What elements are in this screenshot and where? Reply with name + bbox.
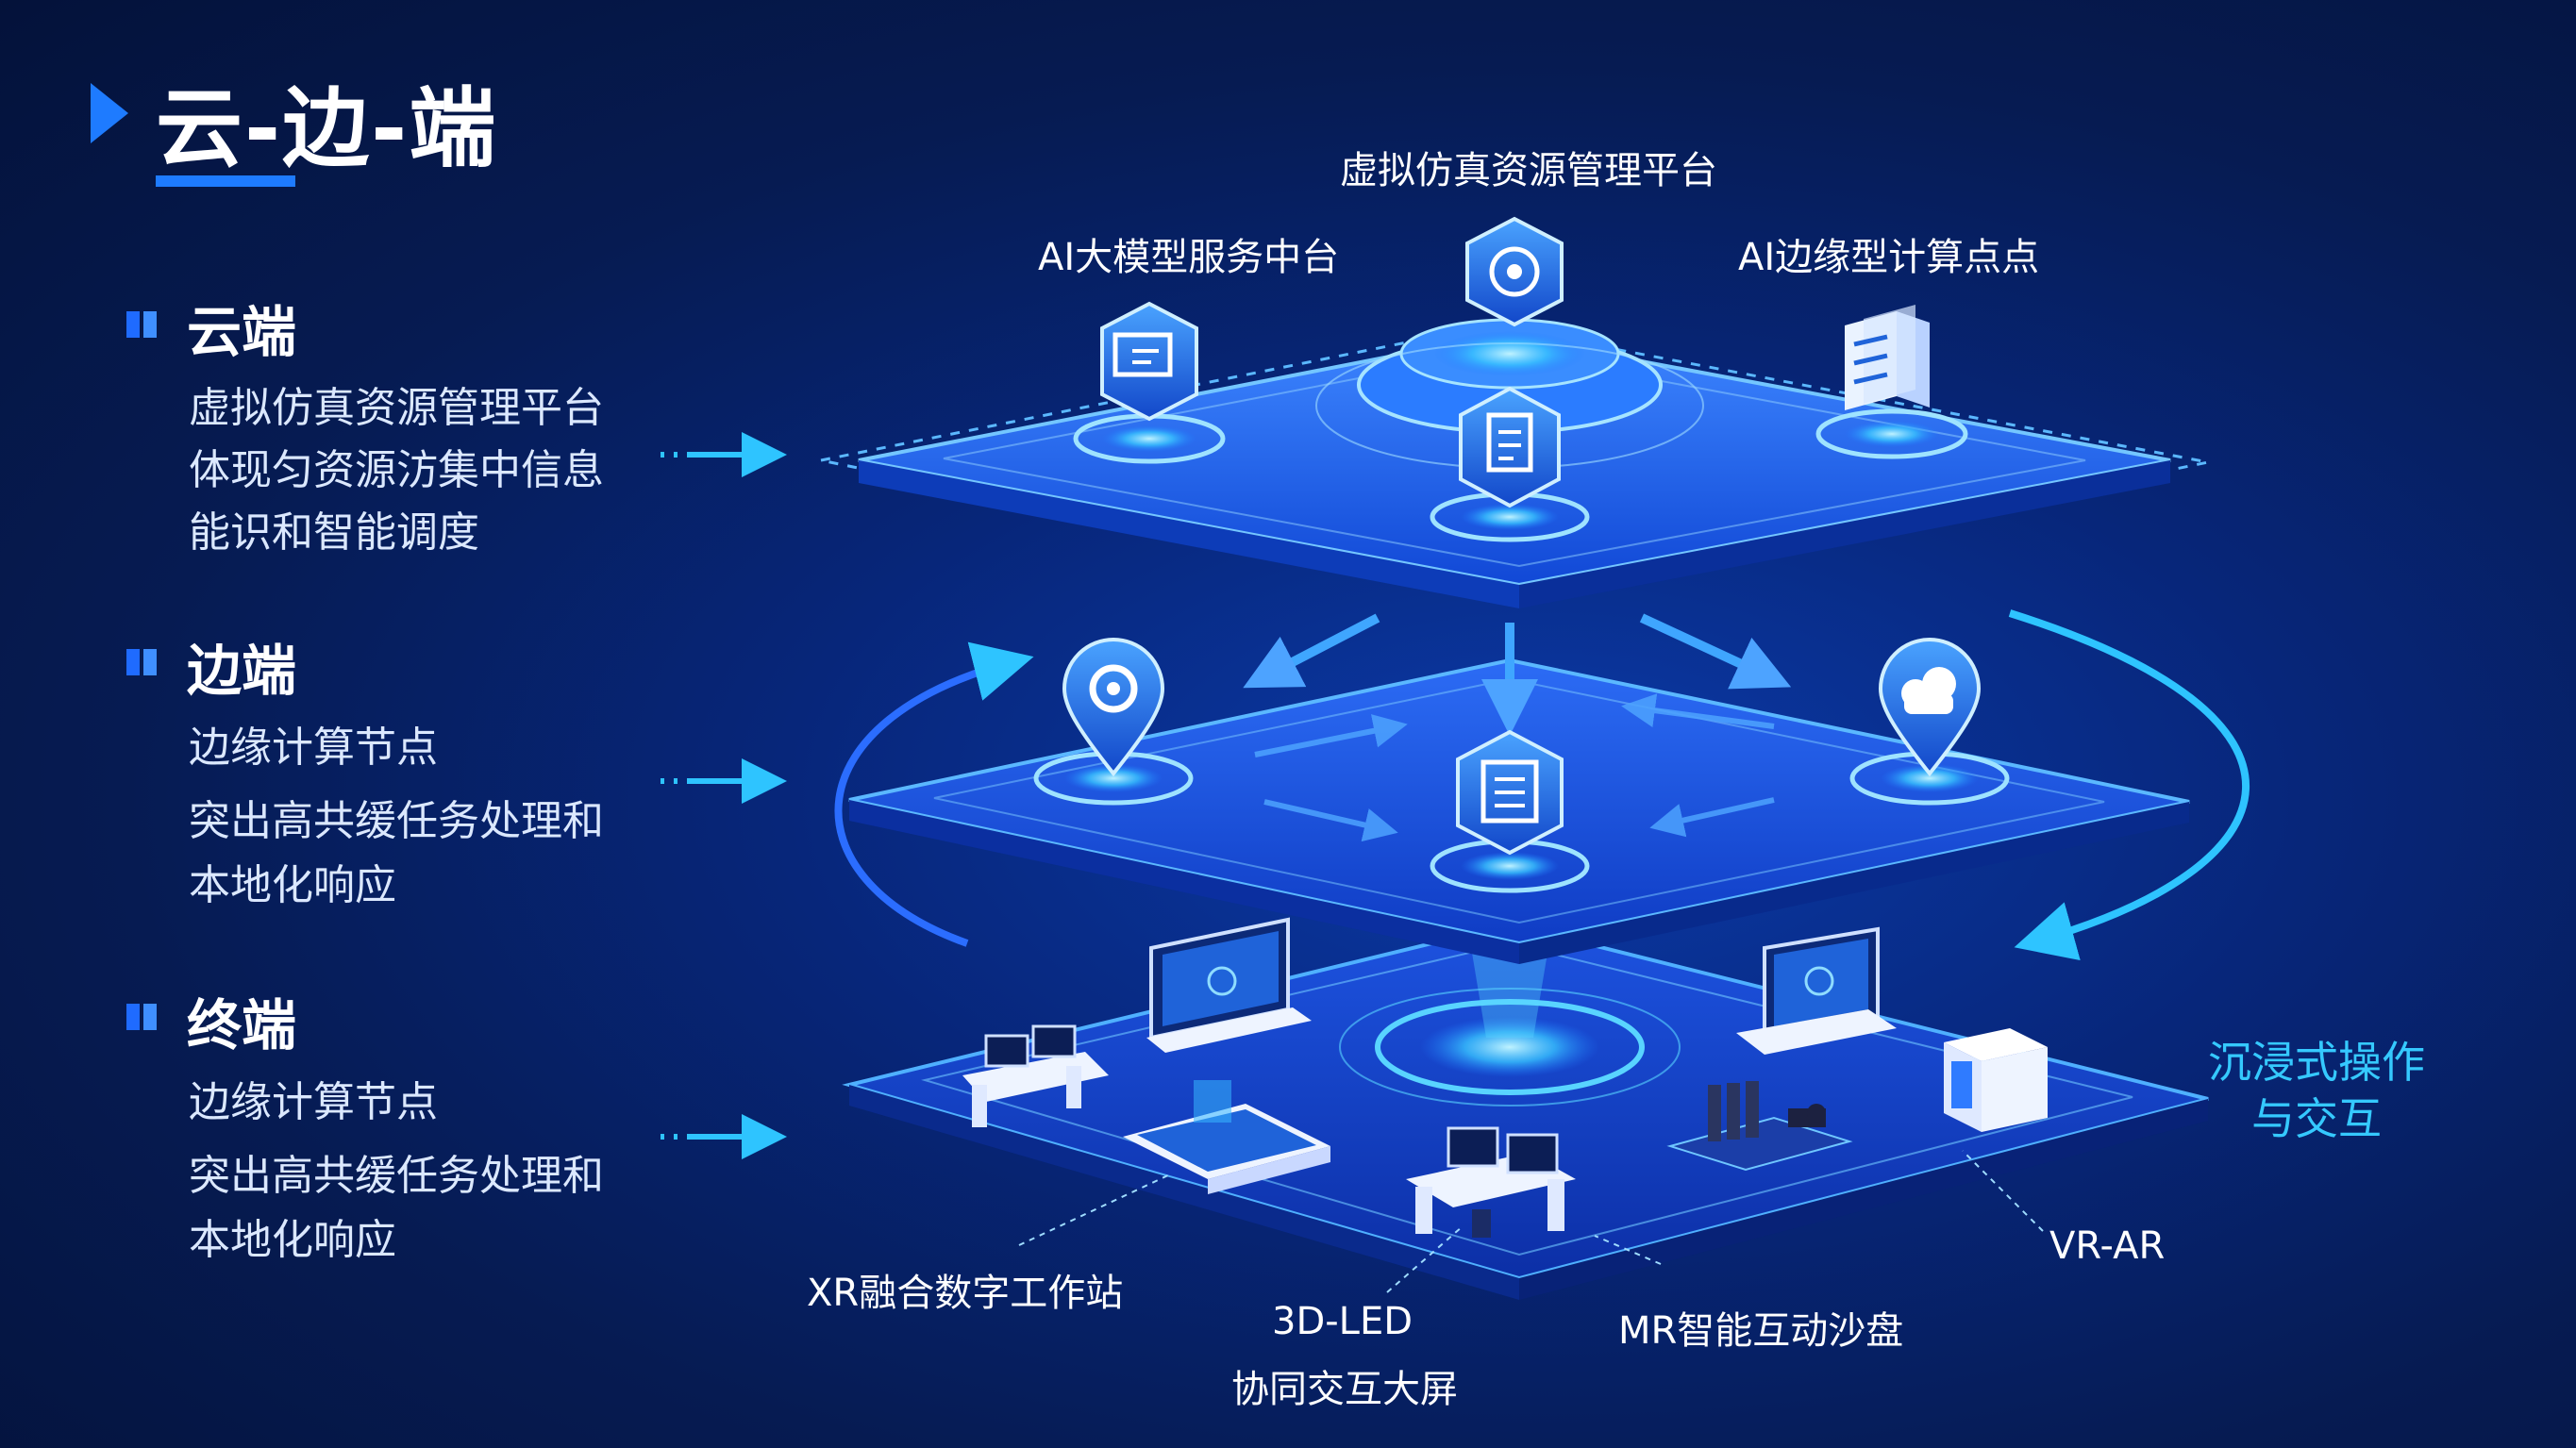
- terminal-label-xr: XR融合数字工作站: [807, 1272, 1124, 1315]
- sandtable-icon: [1123, 1080, 1330, 1194]
- cloud-center-icon-group: [1430, 386, 1590, 542]
- cloud-label-right: AI边缘型计算点点: [1738, 236, 2040, 279]
- cloud-section-line-2: 体现匀资源汸集中信息: [189, 446, 604, 494]
- edge-section-heading: 边端: [187, 639, 297, 703]
- title-triangle-icon: [91, 83, 128, 143]
- terminal-section-line-1: 边缘计算节点: [189, 1078, 438, 1126]
- terminal-section-line-3: 本地化响应: [189, 1216, 396, 1264]
- title-underline: [156, 175, 295, 187]
- edge-section-line-1: 边缘计算节点: [189, 724, 438, 772]
- terminal-leader-lines: [1018, 1150, 2044, 1293]
- cloud-to-edge-arrows: [1243, 613, 1792, 736]
- terminal-devices: [962, 917, 2048, 1238]
- cloud-section-heading: 云端: [187, 300, 297, 364]
- terminal-section-heading: 终端: [187, 993, 297, 1057]
- edge-center-icon-group: [1430, 729, 1590, 893]
- terminal-label-mr: MR智能互动沙盘: [1618, 1309, 1904, 1353]
- mr-device-icon: [1666, 1081, 1853, 1172]
- terminal-section-line-2: 突出高共缓任务处理和: [189, 1152, 604, 1200]
- edge-section-line-2: 突出高共缓任务处理和: [189, 797, 604, 845]
- edge-section-line-3: 本地化响应: [189, 861, 396, 909]
- cloud-label-left: AI大模型服务中台: [1038, 236, 1340, 279]
- vr-screen-icon: [1736, 926, 1897, 1055]
- vr-cabinet-icon: [1944, 1028, 2048, 1132]
- immersive-label-line1: 沉浸式操作: [2208, 1037, 2425, 1088]
- led-screen-icon: [1146, 917, 1312, 1053]
- cloud-top-icon-group: [1465, 216, 1564, 327]
- cloud-left-icon-group: [1073, 301, 1226, 464]
- desk-workstation-icon: [962, 1024, 1109, 1127]
- page-title: 云-边-端: [156, 78, 498, 179]
- cloud-right-icon-group: [1815, 305, 1968, 459]
- terminal-label-led-line2: 协同交互大屏: [1231, 1368, 1458, 1411]
- immersive-label-line2: 与交互: [2251, 1093, 2382, 1144]
- cloud-section-marker-icon: [126, 311, 157, 338]
- cloud-label-top: 虚拟仿真资源管理平台: [1340, 149, 1717, 192]
- terminal-section-marker-icon: [126, 1004, 157, 1030]
- edge-right-icon-group: [1849, 638, 2010, 806]
- edge-section-marker-icon: [126, 649, 157, 675]
- center-workstation-icon: [1406, 1126, 1576, 1238]
- loop-arrows: [834, 609, 2250, 961]
- terminal-label-vrar: VR-AR: [2049, 1224, 2166, 1268]
- terminal-label-led-line1: 3D-LED: [1272, 1300, 1413, 1343]
- edge-left-icon-group: [1033, 638, 1194, 806]
- cloud-section-line-3: 能识和智能调度: [189, 508, 479, 557]
- pointer-arrows: [661, 432, 787, 1159]
- cloud-section-line-1: 虚拟仿真资源管理平台: [189, 384, 604, 432]
